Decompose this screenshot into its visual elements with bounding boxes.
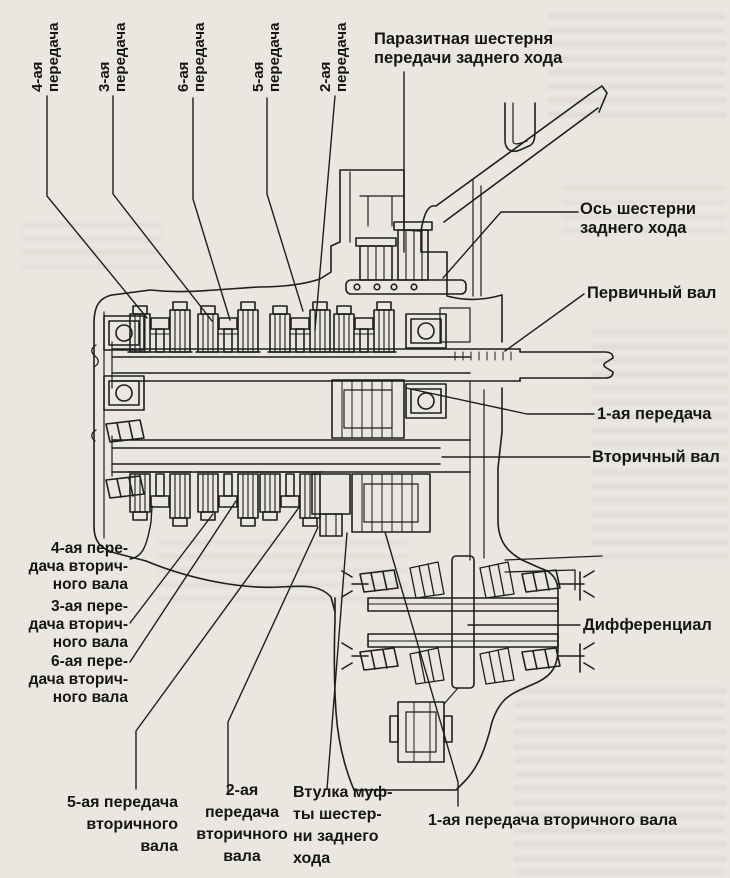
leader-gear-3-output (129, 513, 214, 624)
first-gear-pair (331, 379, 431, 533)
gear-cluster-3rd-output (195, 471, 261, 527)
label-gear-3-output: 3-ая пере-дача вторич-ного вала (28, 598, 128, 651)
label-input-shaft: Первичный вал (587, 284, 717, 302)
leader-input-shaft (504, 293, 585, 352)
output-shaft (111, 435, 471, 477)
gear-cluster-4th-output (127, 471, 193, 527)
gear-cluster-3rd-6th (195, 301, 261, 353)
reverse-idler-gear (345, 221, 467, 295)
clutch-arm (420, 85, 608, 232)
label-differential: Дифференциал (583, 616, 712, 634)
axle-stub-lower (557, 642, 595, 673)
gear-cluster-2nd (331, 301, 397, 353)
differential-housing (333, 567, 559, 791)
leader-gear-2-output (227, 526, 319, 794)
leader-gear-2 (314, 95, 336, 331)
leader-hub-sleeve (326, 532, 348, 790)
reverse-hub-sleeve (311, 473, 351, 537)
label-gear-1-output: 1-ая передача вторичного вала (428, 812, 678, 829)
leader-lines (46, 71, 595, 807)
axle-stub-left (341, 570, 369, 670)
housing-outline (93, 169, 541, 613)
diff-flange (504, 555, 603, 591)
leader-first-gear (405, 387, 595, 415)
bearing-input-left (103, 315, 145, 351)
leader-gear-5-output (135, 505, 301, 790)
leader-gear-5 (266, 97, 304, 312)
leader-gear-6 (192, 97, 231, 321)
bearing-taper-left-lower (105, 475, 145, 499)
leader-gear-4-output (129, 505, 153, 560)
leader-gear-6-output (129, 500, 237, 663)
label-gear-6-output: 6-ая пере-дача вторич-ного вала (28, 653, 128, 706)
gear-row-input (127, 301, 397, 353)
leader-idler-axle (442, 211, 579, 279)
leader-gear-3 (112, 95, 213, 322)
label-first-gear: 1-ая передача (597, 405, 712, 423)
label-output-shaft: Вторичный вал (592, 448, 720, 466)
label-gear-4-output: 4-ая пере-дача вторич-ного вала (28, 540, 128, 593)
bearing-output-left (103, 375, 145, 411)
axle-stub-upper (557, 570, 595, 601)
snap-ring (91, 344, 99, 442)
differential (333, 555, 603, 791)
leader-gear-1-output (384, 531, 459, 807)
pinion-shaft (451, 555, 475, 689)
shift-fork (504, 102, 536, 153)
gear-row-output (127, 471, 351, 537)
gear-cluster-5th (267, 301, 333, 353)
idler-axle (345, 279, 467, 295)
leader-gear-4 (46, 95, 148, 319)
bearing-housing (439, 307, 471, 343)
